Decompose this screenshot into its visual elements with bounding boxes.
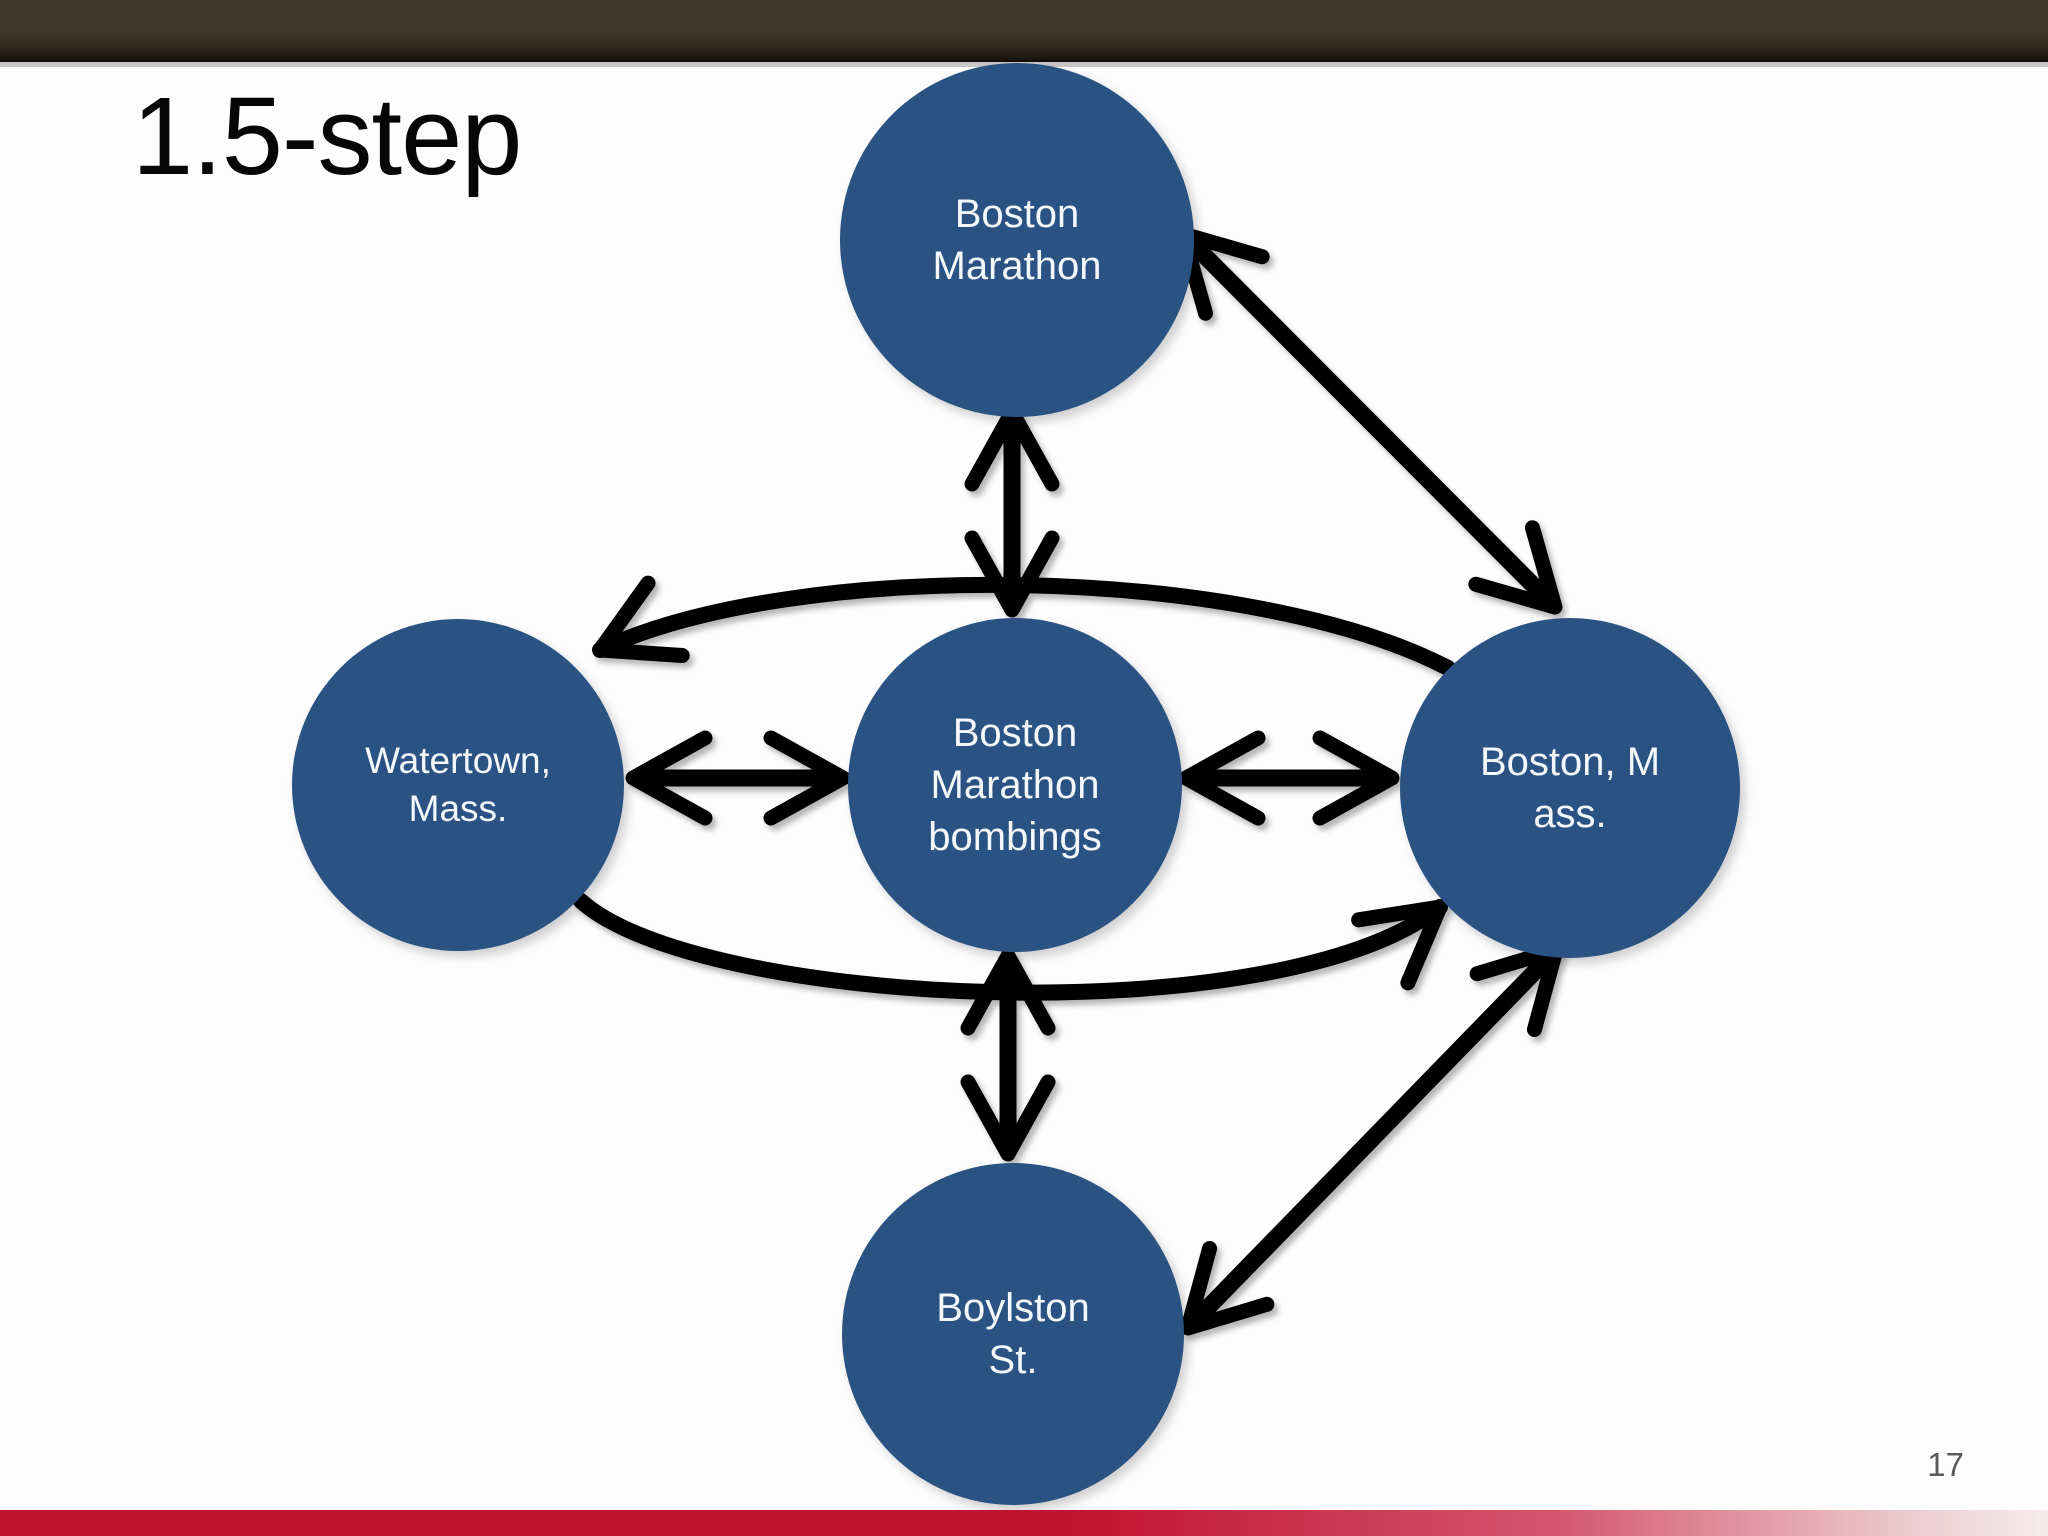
- slide-title: 1.5-step: [132, 75, 522, 198]
- node-label-line: Watertown,: [365, 739, 551, 781]
- top-bar: [0, 0, 2048, 62]
- node-label-line: Marathon: [930, 763, 1100, 807]
- node-boylston-st: Boylston St.: [842, 1163, 1184, 1505]
- node-label-line: ass.: [1533, 792, 1607, 836]
- node-label-line: St.: [988, 1338, 1038, 1382]
- node-label-line: bombings: [928, 815, 1102, 859]
- edge-boylston-bostonmass: [1180, 942, 1564, 1336]
- node-boston-marathon: Boston Marathon: [840, 63, 1194, 417]
- node-label-line: Mass.: [408, 788, 508, 829]
- node-label-line: Boston, M: [1479, 740, 1661, 784]
- node-boston-marathon-bombings: Boston Marathon bombings: [848, 618, 1182, 952]
- bottom-accent-bar: [0, 1510, 2048, 1536]
- node-label-line: Boston: [952, 711, 1078, 755]
- node-watertown-mass: Watertown, Mass.: [292, 619, 624, 951]
- node-label-line: Marathon: [932, 244, 1102, 288]
- edge-marathon-bostonmass: [1175, 226, 1563, 615]
- node-boston-mass: Boston, M ass.: [1400, 618, 1740, 958]
- node-label-line: Boston: [954, 192, 1080, 236]
- node-label-line: Boylston: [936, 1286, 1090, 1330]
- page-number: 17: [1927, 1446, 1964, 1483]
